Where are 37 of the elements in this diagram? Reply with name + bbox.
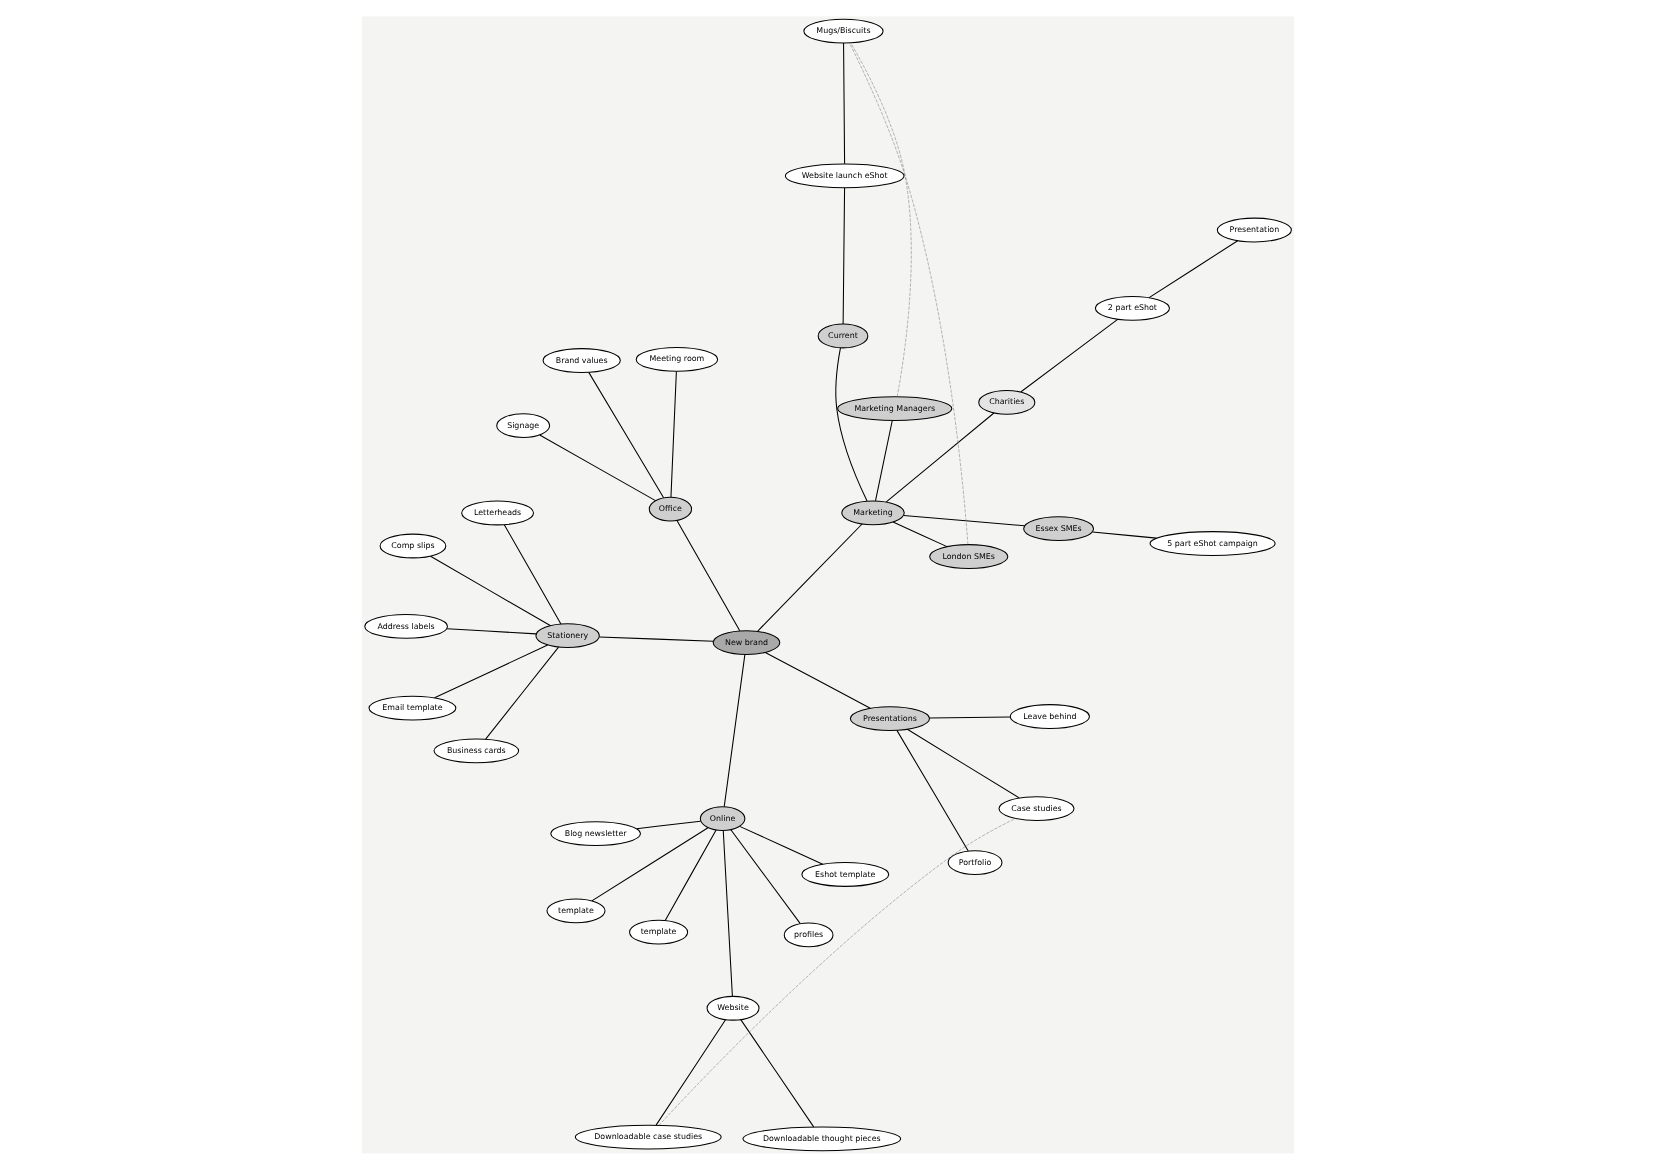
connector [927,716,1010,719]
connector [445,628,536,635]
connector [663,829,716,921]
connector [654,1019,726,1126]
connector [756,523,862,632]
connector [721,830,732,997]
connector [905,728,1019,799]
connector [484,646,559,740]
connector [675,520,740,632]
connector [1147,240,1238,299]
connector [433,644,548,699]
connector [895,729,968,852]
connector [590,827,708,902]
connector [842,42,845,165]
connector [587,371,664,499]
connector [1090,531,1156,539]
connector [657,818,1015,1126]
connector [669,370,676,498]
connector [763,652,870,709]
connector [597,636,713,642]
connector [429,555,550,627]
connector [738,825,823,865]
connector [834,347,867,502]
connector [841,187,845,325]
connector [739,1019,814,1128]
connector [1019,318,1118,393]
connector [873,420,892,502]
connector [635,820,700,830]
connector [502,524,561,625]
connector [891,521,947,548]
connector [729,829,800,925]
connector [902,514,1024,527]
connector [849,42,911,397]
connector [722,654,745,808]
connector [538,434,656,502]
connector [848,42,968,545]
connector [884,412,994,503]
